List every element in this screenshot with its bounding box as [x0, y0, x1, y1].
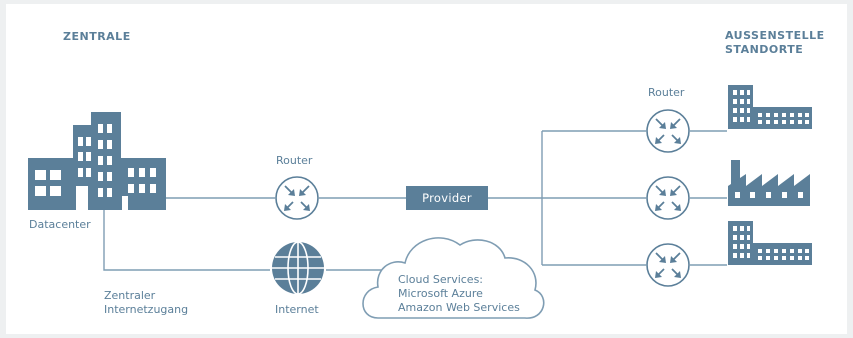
- label-datacenter: Datacenter: [29, 218, 91, 231]
- router-icon: [275, 176, 319, 220]
- office-building-icon: [728, 85, 812, 129]
- label-router-right: Router: [648, 86, 685, 99]
- heading-zentrale: ZENTRALE: [63, 30, 131, 43]
- label-internet: Internet: [275, 303, 319, 316]
- line-hq-internet: [103, 210, 270, 271]
- router-icon: [646, 109, 690, 153]
- label-zentraler: Zentraler: [104, 289, 156, 302]
- factory-icon: [728, 160, 810, 206]
- label-router-center: Router: [276, 154, 313, 167]
- cloud-icon: [362, 237, 545, 319]
- office-building-icon: [728, 221, 812, 265]
- router-icon: [646, 243, 690, 287]
- router-icon: [646, 176, 690, 220]
- globe-icon: [272, 241, 324, 295]
- label-microsoft-azure: Microsoft Azure: [398, 287, 483, 300]
- heading-standorte: STANDORTE: [725, 43, 804, 56]
- heading-aussenstelle: AUSSENSTELLE: [725, 29, 825, 42]
- label-cloud-services: Cloud Services:: [398, 273, 484, 286]
- headquarters-building-icon: [28, 112, 166, 210]
- connection-lines: [103, 130, 727, 271]
- label-amazon-web-services: Amazon Web Services: [398, 301, 520, 314]
- label-internetzugang: Internetzugang: [104, 303, 189, 316]
- label-provider: Provider: [422, 191, 472, 205]
- provider-box: Provider: [406, 186, 488, 210]
